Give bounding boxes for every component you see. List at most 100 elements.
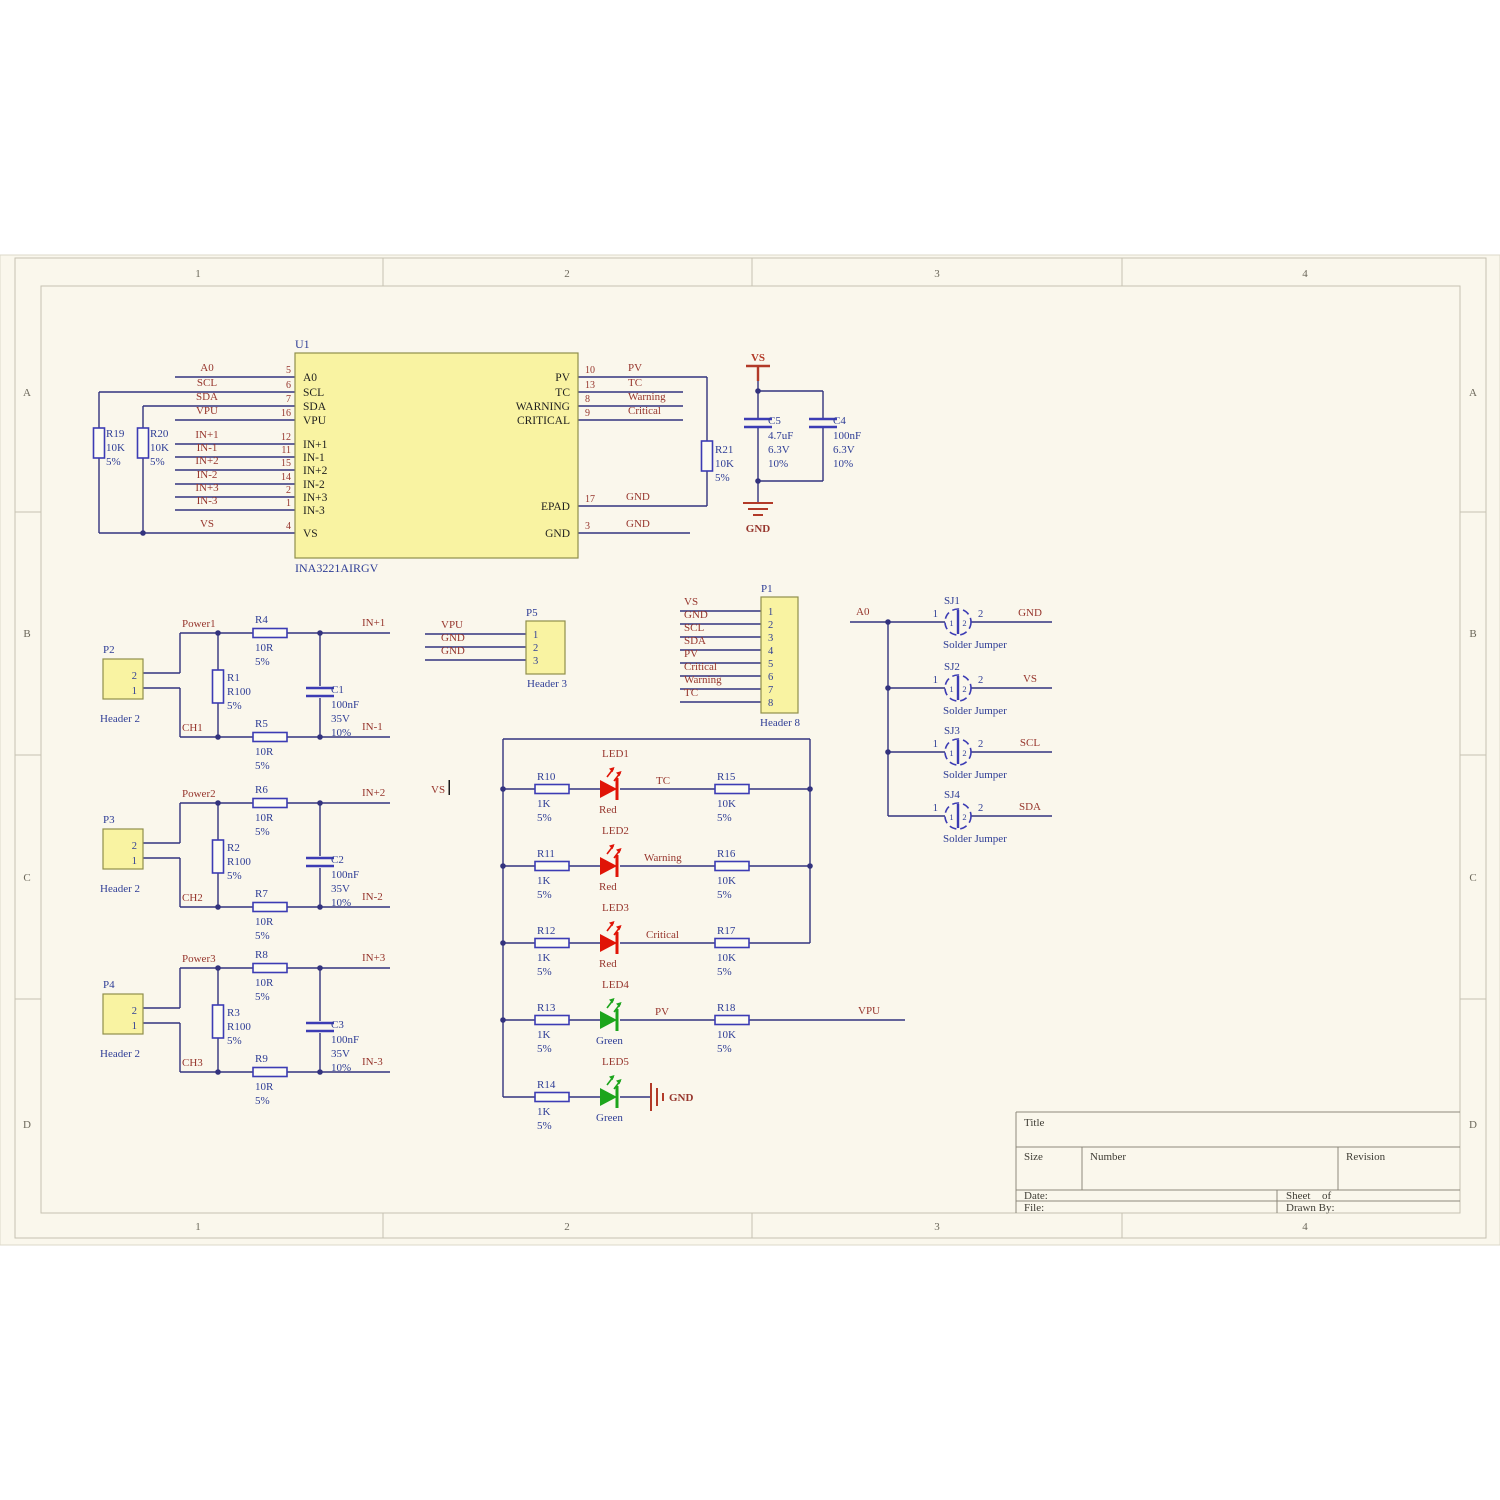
header-p5-block[interactable]: P5 1 2 3 Header 3 VPU GND GND — [425, 607, 568, 690]
ic-u1[interactable]: U1 INA3221AIRGV R19 10K 5% R20 10K 5% R2… — [92, 337, 735, 575]
sj-type: Solder Jumper — [943, 639, 1007, 651]
resistor-r20[interactable] — [136, 427, 150, 459]
file-label: File: — [1024, 1202, 1044, 1214]
led-block[interactable]: VS R10 1K 5% LED1 Red TC R15 10K 5% R11 … — [431, 738, 905, 1132]
capacitor-c5[interactable] — [744, 417, 772, 429]
net-label: GND — [626, 518, 650, 530]
junction-dot — [317, 800, 323, 806]
resistor[interactable] — [534, 1091, 570, 1103]
net-label: GND — [441, 645, 465, 657]
resistor-ref: R15 — [717, 771, 736, 783]
led-row-5[interactable]: R14 1K 5% LED5 Green GND — [503, 1056, 694, 1132]
resistor-value: 10K — [717, 875, 736, 887]
capacitor-c4[interactable] — [809, 417, 837, 429]
number-label: Number — [1090, 1151, 1126, 1163]
resistor-tol: 5% — [537, 966, 552, 978]
led-row-1[interactable]: R10 1K 5% LED1 Red TC R15 10K 5% — [500, 748, 813, 824]
zone-row-left-b: B — [23, 628, 30, 640]
resistor-r21[interactable] — [700, 440, 714, 472]
decoupling-block[interactable]: VS C5 4.7uF 6.3V 10% C4 100nF 6.3V 10% G… — [743, 352, 861, 535]
capacitor[interactable] — [306, 856, 334, 868]
resistor-ref: R17 — [717, 925, 736, 937]
resistor-tol: 5% — [227, 1035, 242, 1047]
header-p3[interactable] — [102, 828, 144, 870]
resistor[interactable] — [714, 860, 750, 872]
resistor[interactable] — [714, 937, 750, 949]
channel-3[interactable]: P4 2 1 Header 2 Power3 CH3 IN+3 IN-3 R8 … — [100, 949, 390, 1107]
resistor[interactable] — [534, 783, 570, 795]
resistor-shunt[interactable] — [211, 1004, 225, 1039]
resistor-tol: 5% — [717, 966, 732, 978]
resistor-tol: 5% — [717, 889, 732, 901]
capacitor[interactable] — [306, 686, 334, 698]
capacitor[interactable] — [306, 1021, 334, 1033]
net-label: Critical — [646, 929, 679, 941]
resistor-tol: 5% — [255, 826, 270, 838]
net-label-vs-editing[interactable]: VS — [431, 784, 445, 796]
solder-jumper-sj1[interactable]: SJ1 1 2 1 2 Solder Jumper GND — [850, 595, 1052, 651]
resistor-top[interactable] — [252, 627, 288, 639]
header-pin: 2 — [132, 841, 137, 852]
solder-jumper-sj3[interactable]: SJ3 1 2 1 2 Solder Jumper SCL — [888, 725, 1052, 781]
revision-label: Revision — [1346, 1151, 1386, 1163]
resistor-shunt[interactable] — [211, 669, 225, 704]
zone-col-top-3: 3 — [934, 268, 940, 280]
resistor-bottom[interactable] — [252, 731, 288, 743]
pin-name: IN+1 — [303, 439, 328, 451]
pin-number: 2 — [286, 485, 291, 496]
header-p2[interactable] — [102, 658, 144, 700]
channel-1[interactable]: P2 2 1 Header 2 Power1 CH1 IN+1 IN-1 R4 … — [100, 614, 390, 772]
header-p1-block[interactable]: P1 1 2 3 4 5 6 7 8 Header 8 VS GND SCL S… — [680, 583, 801, 729]
resistor[interactable] — [714, 783, 750, 795]
sj-type: Solder Jumper — [943, 833, 1007, 845]
cap-value: 100nF — [331, 699, 359, 711]
header-p1[interactable] — [760, 596, 799, 714]
u1-body[interactable] — [294, 352, 579, 559]
header-ref: P3 — [103, 814, 115, 826]
zone-col-bottom-1: 1 — [195, 1221, 201, 1233]
resistor-shunt[interactable] — [211, 839, 225, 874]
c5-voltage: 6.3V — [768, 444, 790, 456]
vs-power-icon — [746, 364, 770, 381]
solder-jumper-sj2[interactable]: SJ2 1 2 1 2 Solder Jumper VS — [888, 661, 1052, 717]
resistor[interactable] — [534, 1014, 570, 1026]
resistor[interactable] — [714, 1014, 750, 1026]
resistor-value: 10R — [255, 642, 274, 654]
net-label: Critical — [684, 661, 717, 673]
zone-row-left-a: A — [23, 387, 31, 399]
resistor-bottom[interactable] — [252, 1066, 288, 1078]
solder-jumper-sj4[interactable]: SJ4 1 2 1 2 Solder Jumper SDA — [888, 789, 1052, 845]
resistor-top[interactable] — [252, 962, 288, 974]
resistor-value: 1K — [537, 875, 551, 887]
resistor[interactable] — [534, 860, 570, 872]
cap-ref: C1 — [331, 684, 344, 696]
pin-name: IN+2 — [303, 465, 328, 477]
net-label: TC — [684, 687, 698, 699]
header-p5[interactable] — [525, 620, 566, 675]
net-label: Warning — [628, 391, 666, 403]
sj-pin: 1 — [933, 675, 938, 686]
resistor-bottom[interactable] — [252, 901, 288, 913]
led-row-4[interactable]: R13 1K 5% LED4 Green PV R18 10K 5% VPU — [500, 979, 905, 1055]
net-label: VPU — [196, 405, 218, 417]
net-label: SCL — [684, 622, 704, 634]
resistor[interactable] — [534, 937, 570, 949]
header-p4[interactable] — [102, 993, 144, 1035]
resistor-ref: R18 — [717, 1002, 736, 1014]
solder-jumper-block[interactable]: A0 SJ1 1 2 1 2 Solder Jumper GND SJ2 1 2… — [850, 595, 1052, 845]
resistor-top[interactable] — [252, 797, 288, 809]
net-label: GND — [626, 491, 650, 503]
resistor-r19[interactable] — [92, 427, 106, 459]
resistor-ref: R3 — [227, 1007, 240, 1019]
net-label: SCL — [1020, 737, 1040, 749]
channel-2[interactable]: P3 2 1 Header 2 Power2 CH2 IN+2 IN-2 R6 … — [100, 784, 390, 942]
resistor-value: 1K — [537, 952, 551, 964]
net-label: IN+1 — [362, 617, 385, 629]
led-row-3[interactable]: R12 1K 5% LED3 Red Critical R17 10K 5% — [500, 902, 810, 978]
led-color: Red — [599, 881, 617, 893]
sj-pin: 2 — [978, 675, 983, 686]
led-row-2[interactable]: R11 1K 5% LED2 Red Warning R16 10K 5% — [500, 825, 813, 901]
net-label: GND — [1018, 607, 1042, 619]
pin-number: 10 — [585, 365, 595, 376]
r19-tol: 5% — [106, 456, 121, 468]
